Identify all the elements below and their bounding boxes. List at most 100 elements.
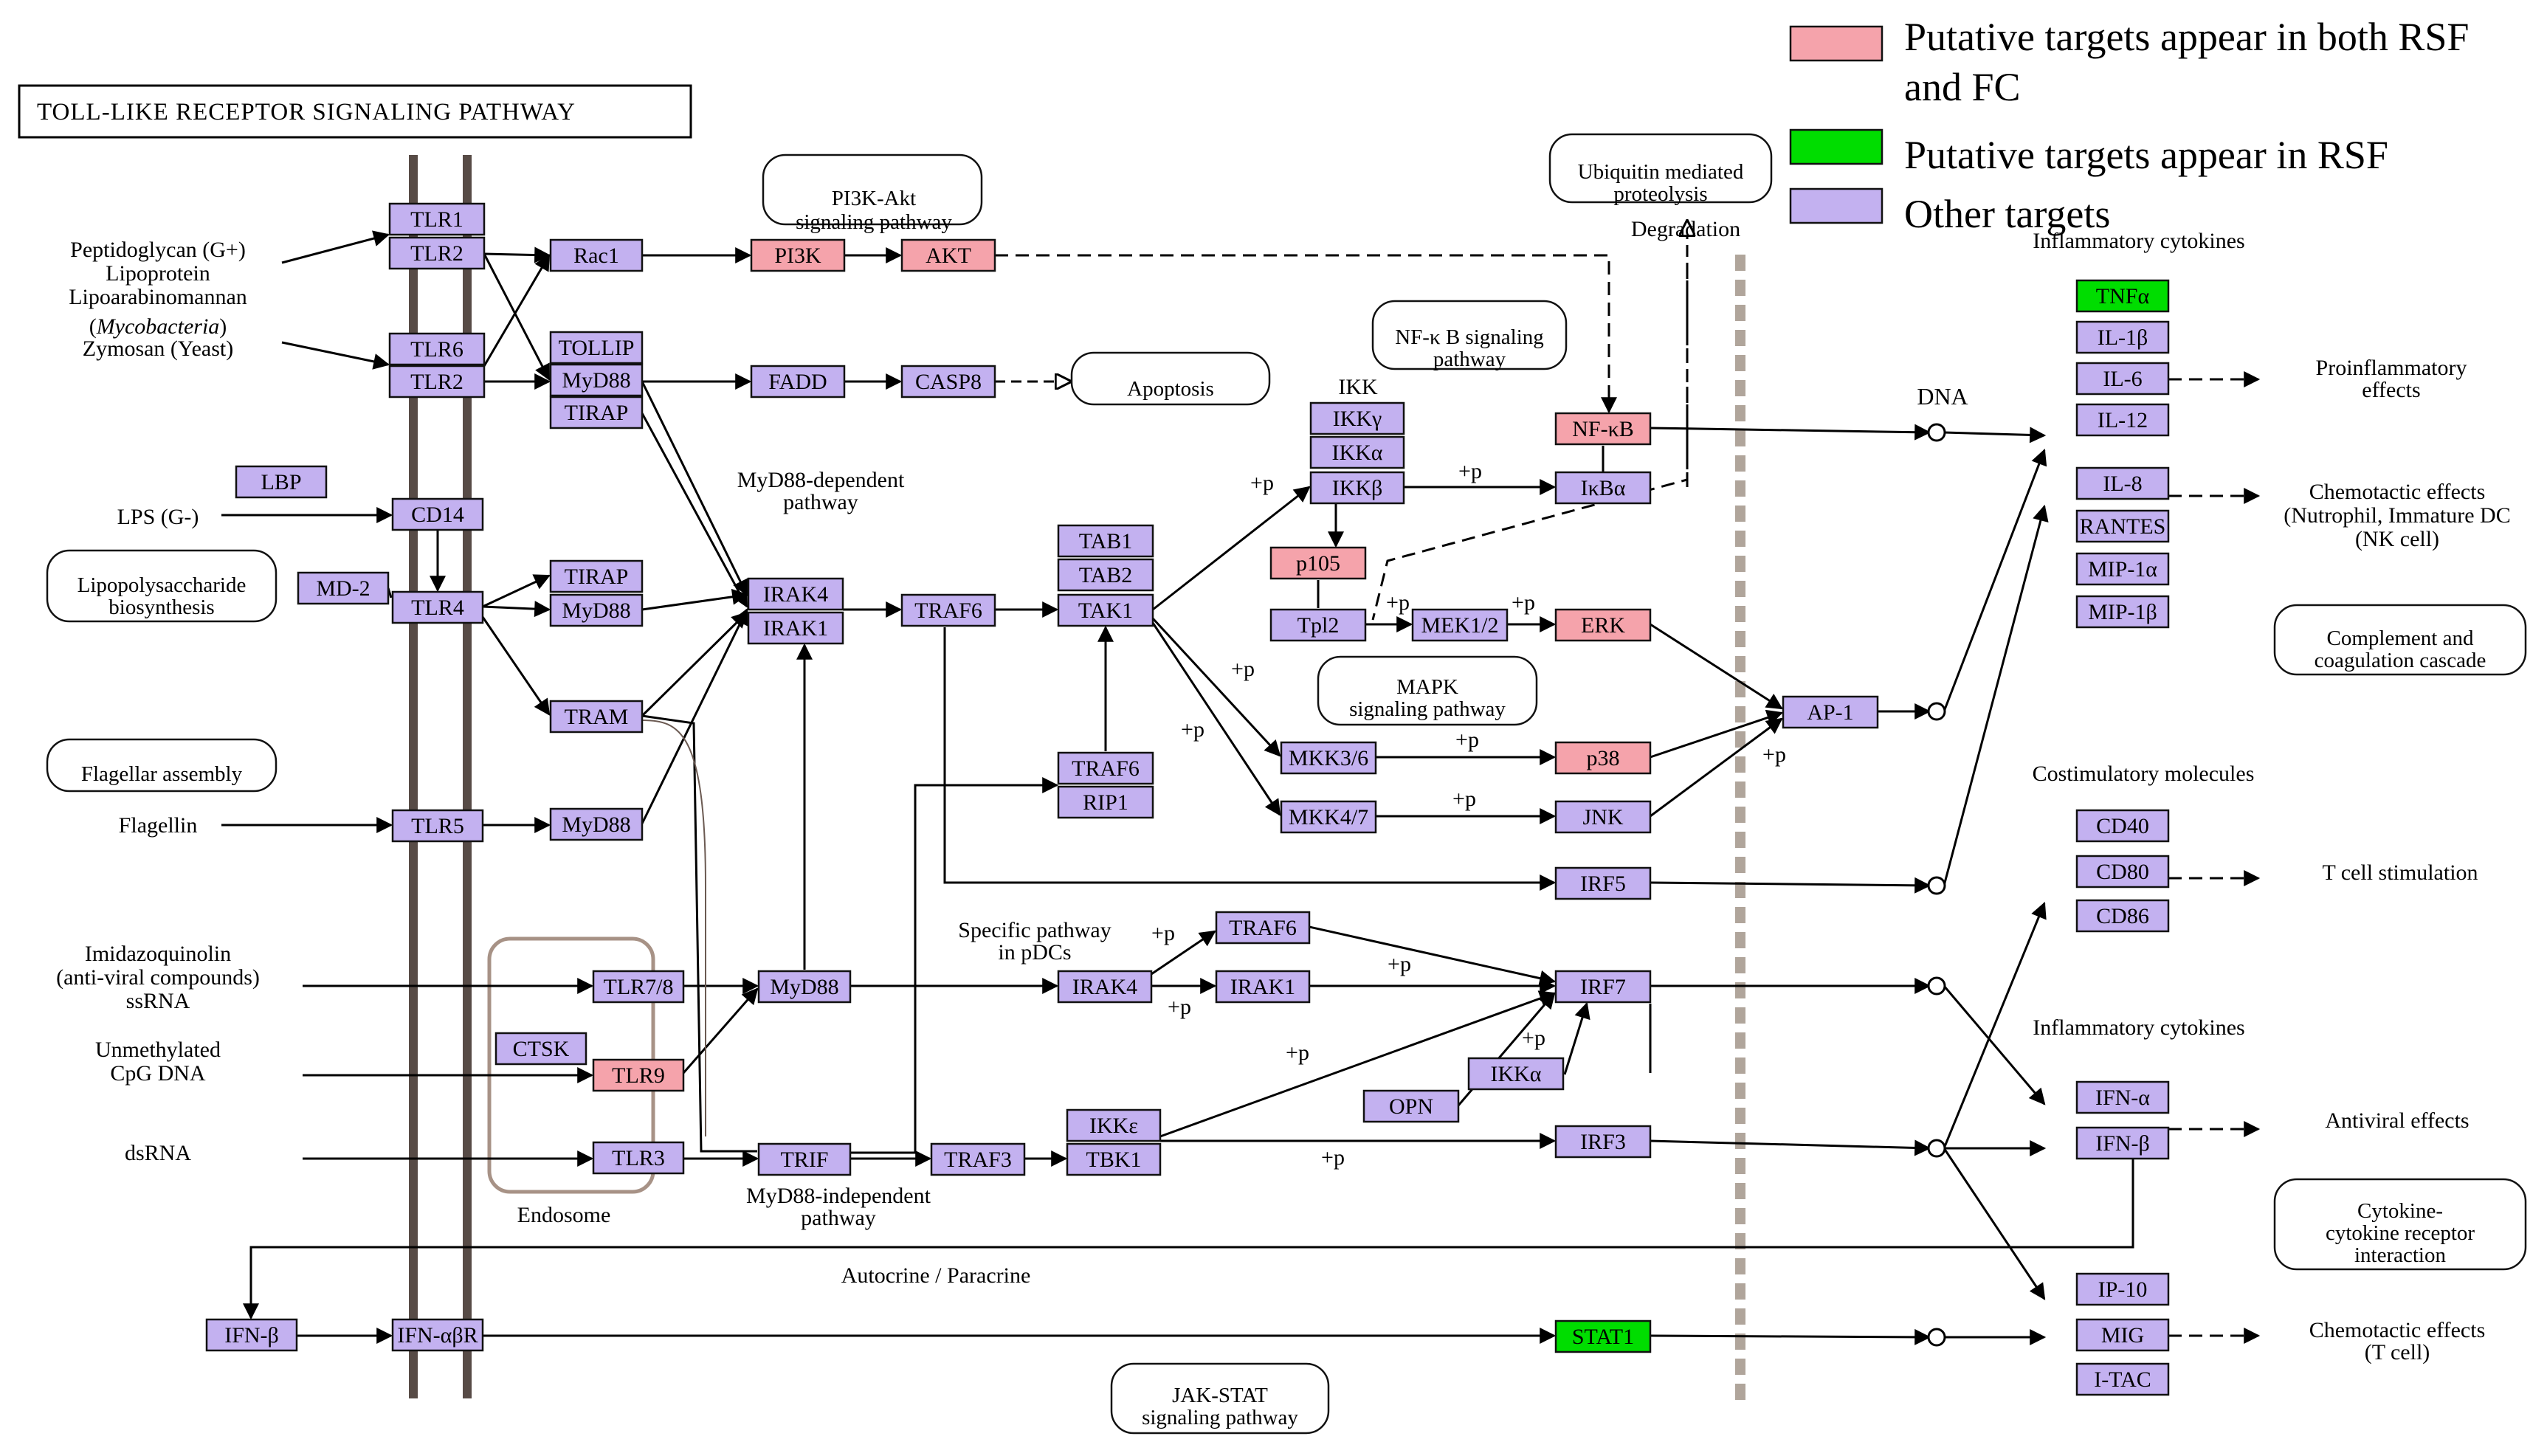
gene-node-label: LBP [261, 470, 301, 494]
gene-node-erk: ERK [1554, 608, 1652, 642]
gene-node-label: CASP8 [915, 370, 982, 394]
label-degradation: Degradation [1631, 217, 1740, 241]
gene-node-label: IKKγ [1333, 407, 1382, 431]
gene-node-ikkg: IKKγ [1309, 401, 1405, 435]
gene-node-label: TRAF3 [944, 1148, 1012, 1172]
dna-node-circle [1927, 1328, 1946, 1347]
gene-node-label: MD-2 [316, 576, 370, 601]
legend-label: Putative targets appear in RSF [1904, 133, 2388, 177]
phospho-mark: +p [1181, 717, 1204, 742]
gene-node-mek12: MEK1/2 [1411, 608, 1509, 642]
pathway-box-outline [46, 549, 278, 623]
gene-node-box [930, 1142, 1026, 1176]
gene-node-ifnb_r: IFN-β [2075, 1126, 2170, 1160]
interaction-edge [641, 381, 748, 596]
phospho-mark: +p [1250, 471, 1274, 495]
gene-node-box [1057, 751, 1154, 785]
gene-node-tnfa: TNFα [2075, 279, 2170, 313]
gene-node-ap1: AP-1 [1782, 695, 1879, 729]
interaction-edge [1943, 1148, 2046, 1300]
gene-node-box [1554, 741, 1652, 775]
pathway-box-text: PI3K-Akt [832, 187, 916, 210]
interaction-edge [1943, 504, 2049, 886]
label-antiviral: Antiviral effects [2325, 1108, 2469, 1133]
gene-node-ifnb_l: IFN-β [205, 1318, 298, 1352]
pathway-box-text: JAK-STAT [1172, 1384, 1268, 1407]
gene-node-traf6a: TRAF6 [900, 593, 996, 627]
gene-node-irak1a: IRAK1 [747, 611, 844, 645]
gene-node-irak4b: IRAK4 [1057, 970, 1153, 1004]
label-flagellin: Flagellin [119, 813, 198, 838]
gene-node-box [2075, 466, 2170, 500]
gene-node-label: MyD88 [770, 975, 838, 999]
gene-node-label: CD40 [2096, 814, 2149, 838]
gene-node-tollip: TOLLIP [549, 331, 644, 365]
gene-node-irak4a: IRAK4 [747, 577, 844, 611]
interaction-edge [641, 714, 757, 1153]
gene-node-box [2075, 1080, 2170, 1114]
interaction-edge [1650, 877, 1931, 894]
pathway-box-text: proteolysis [1613, 182, 1707, 206]
gene-node-box [2075, 320, 2170, 354]
gene-node-p105: p105 [1269, 546, 1367, 580]
gene-node-box [205, 1318, 298, 1352]
gene-node-label: IRF3 [1580, 1130, 1626, 1154]
gene-node-label: TLR3 [612, 1146, 665, 1170]
gene-node-box [1554, 471, 1652, 505]
interaction-edge [1943, 427, 2047, 444]
pathway-box-text: signaling pathway [796, 210, 952, 234]
gene-node-label: TBK1 [1086, 1148, 1142, 1172]
gene-node-box [549, 807, 644, 841]
gene-node-traf6b: TRAF6 [1057, 751, 1154, 785]
gene-node-label: IRAK1 [1230, 975, 1295, 999]
gene-node-box [391, 590, 484, 624]
gene-node-cd80: CD80 [2075, 855, 2170, 889]
gene-node-label: PI3K [774, 244, 821, 268]
pathway-box-text: interaction [2354, 1243, 2447, 1267]
pathway-box-outline [1110, 1362, 1330, 1435]
gene-node-label: TAB1 [1079, 529, 1133, 553]
pathway-box-outline [1371, 300, 1568, 370]
dna-node-circle [1927, 423, 1946, 442]
gene-node-mip1b: MIP-1β [2075, 595, 2170, 629]
interaction-edge [1650, 717, 1783, 818]
interaction-edge [1159, 990, 1557, 1138]
phospho-mark: +p [1168, 995, 1191, 1019]
gene-node-label: TLR2 [410, 370, 463, 394]
gene-node-label: TLR7/8 [604, 975, 674, 999]
gene-node-box [391, 497, 484, 531]
label-text: Costimulatory molecules [2033, 762, 2255, 786]
label-text: (NK cell) [2355, 527, 2439, 551]
gene-node-box [1057, 785, 1154, 819]
pathway-box-outline [762, 153, 983, 226]
pathway-box-text: Apoptosis [1127, 377, 1214, 401]
label-text: (T cell) [2365, 1340, 2430, 1364]
label-text: Lipoprotein [106, 261, 210, 286]
gene-node-label: MIP-1α [2088, 557, 2157, 582]
pathway-box-text: biosynthesis [108, 596, 214, 619]
gene-node-label: TLR5 [411, 814, 464, 838]
gene-node-box [1554, 608, 1652, 642]
gene-node-myd88d: MyD88 [757, 970, 852, 1004]
gene-node-tlr6: TLR6 [388, 332, 486, 366]
gene-node-label: TLR1 [410, 207, 463, 232]
gene-node-box [1554, 800, 1652, 834]
gene-node-box [1280, 800, 1377, 834]
dna-node-circle [1927, 976, 1946, 996]
gene-node-stat1: STAT1 [1554, 1319, 1652, 1353]
gene-node-label: TAK1 [1078, 598, 1133, 623]
gene-node-label: MyD88 [562, 598, 630, 623]
interaction-edge [1650, 709, 1784, 759]
gene-node-label: MyD88 [562, 368, 630, 393]
gene-node-label: Tpl2 [1297, 613, 1340, 638]
gene-node-label: TOLLIP [559, 336, 635, 360]
gene-node-label: IRAK4 [763, 582, 828, 607]
label-chemo2: Chemotactic effects(T cell) [2309, 1318, 2486, 1364]
gene-node-box [2075, 855, 2170, 889]
gene-node-label: IKKε [1089, 1114, 1138, 1138]
gene-node-label: AP-1 [1807, 700, 1853, 725]
interaction-edge [483, 253, 551, 381]
